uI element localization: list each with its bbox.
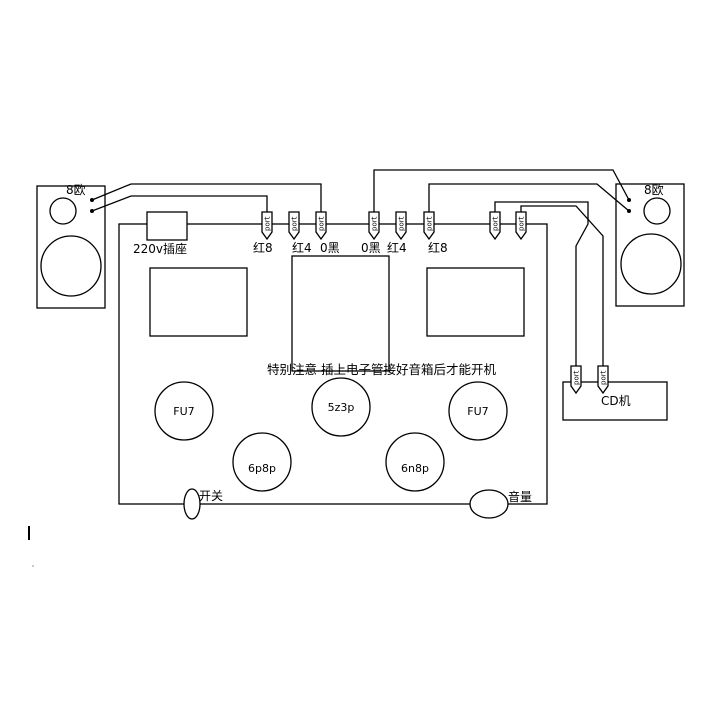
port-red4-right[interactable]: port bbox=[395, 211, 407, 241]
wire-cd-signal-1 bbox=[494, 201, 589, 366]
port-label-black0-right: 0黑 bbox=[361, 241, 381, 255]
svg-text:port: port bbox=[264, 216, 272, 231]
svg-text:5z3p: 5z3p bbox=[328, 401, 355, 414]
svg-text:port: port bbox=[426, 216, 434, 231]
port-cd-output-2[interactable]: port bbox=[597, 365, 609, 395]
svg-text:port: port bbox=[492, 216, 500, 231]
tube-5z3p: 5z3p bbox=[311, 377, 371, 437]
svg-text:port: port bbox=[398, 216, 406, 231]
tube-fu7-right: FU7 bbox=[448, 381, 508, 441]
svg-text:port: port bbox=[318, 216, 326, 231]
svg-text:port: port bbox=[518, 216, 526, 231]
speaker-right: 8欧 bbox=[615, 183, 685, 307]
port-label-red4-left: 红4 bbox=[292, 240, 312, 255]
svg-text:FU7: FU7 bbox=[467, 405, 488, 418]
wire-cd-signal-2 bbox=[520, 205, 604, 366]
wire-right-speaker-to-red8 bbox=[428, 183, 630, 212]
port-label-red4-right: 红4 bbox=[387, 240, 407, 255]
power-socket-label: 220v插座 bbox=[133, 241, 187, 256]
svg-text:6n8p: 6n8p bbox=[401, 462, 429, 475]
svg-text:FU7: FU7 bbox=[173, 405, 194, 418]
tube-6p8p: 6p8p bbox=[232, 432, 292, 492]
port-label-black0-left: 0黑 bbox=[320, 241, 340, 255]
stray-dot bbox=[32, 565, 34, 567]
svg-text:6p8p: 6p8p bbox=[248, 462, 276, 475]
port-label-red8-right: 红8 bbox=[428, 240, 448, 255]
output-transformer-right bbox=[426, 267, 525, 337]
speaker-left: 8欧 bbox=[36, 183, 106, 309]
power-socket[interactable] bbox=[146, 211, 188, 241]
svg-text:port: port bbox=[291, 216, 299, 231]
tube-fu7-left: FU7 bbox=[154, 381, 214, 441]
output-transformer-left bbox=[149, 267, 248, 337]
port-label-red8-left: 红8 bbox=[253, 240, 273, 255]
speaker-right-label: 8欧 bbox=[644, 183, 664, 197]
port-red8-right[interactable]: port bbox=[423, 211, 435, 241]
speaker-left-label: 8欧 bbox=[66, 183, 86, 197]
volume-knob[interactable] bbox=[469, 489, 509, 519]
port-red4-left[interactable]: port bbox=[288, 211, 300, 241]
wire-right-speaker-to-black0 bbox=[373, 169, 630, 212]
port-cd-output-1[interactable]: port bbox=[570, 365, 582, 395]
power-switch-label: 开关 bbox=[199, 489, 223, 503]
power-transformer bbox=[291, 255, 390, 372]
power-switch[interactable] bbox=[183, 488, 201, 520]
svg-text:port: port bbox=[371, 216, 379, 231]
cd-player-label: CD机 bbox=[601, 394, 631, 408]
port-red8-left[interactable]: port bbox=[261, 211, 273, 241]
port-input-1[interactable]: port bbox=[489, 211, 501, 241]
port-input-2[interactable]: port bbox=[515, 211, 527, 241]
port-black0-left[interactable]: port bbox=[315, 211, 327, 241]
port-black0-right[interactable]: port bbox=[368, 211, 380, 241]
volume-knob-label: 音量 bbox=[508, 489, 532, 504]
svg-text:port: port bbox=[600, 370, 608, 385]
wire-left-speaker-to-black0 bbox=[91, 183, 322, 212]
tube-6n8p: 6n8p bbox=[385, 432, 445, 492]
wire-left-speaker-to-red8 bbox=[91, 195, 268, 212]
cd-player bbox=[562, 381, 668, 421]
svg-text:port: port bbox=[573, 370, 581, 385]
safety-notice: 特别注意 插上电子管接好音箱后才能开机 bbox=[267, 362, 496, 377]
